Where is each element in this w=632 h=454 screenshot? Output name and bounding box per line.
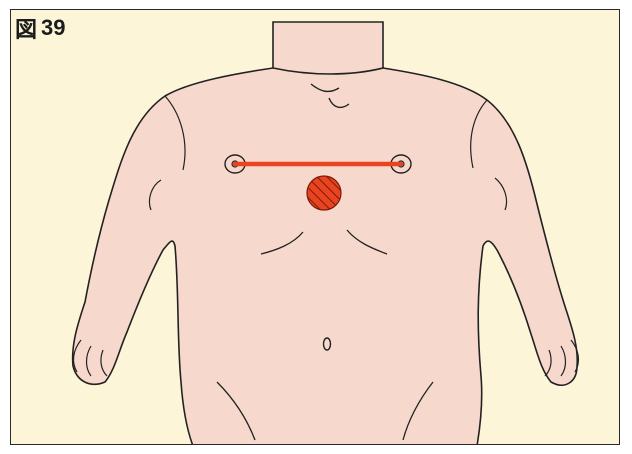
infant-torso-illustration xyxy=(11,10,620,445)
figure-label: 図 39 xyxy=(15,12,66,44)
body-outline xyxy=(73,68,578,445)
figure-panel: 図 39 xyxy=(10,9,620,445)
navel xyxy=(324,338,331,350)
figure-number: 39 xyxy=(41,15,65,41)
compression-point-marker xyxy=(307,176,341,210)
figure-label-prefix: 図 xyxy=(15,12,37,44)
